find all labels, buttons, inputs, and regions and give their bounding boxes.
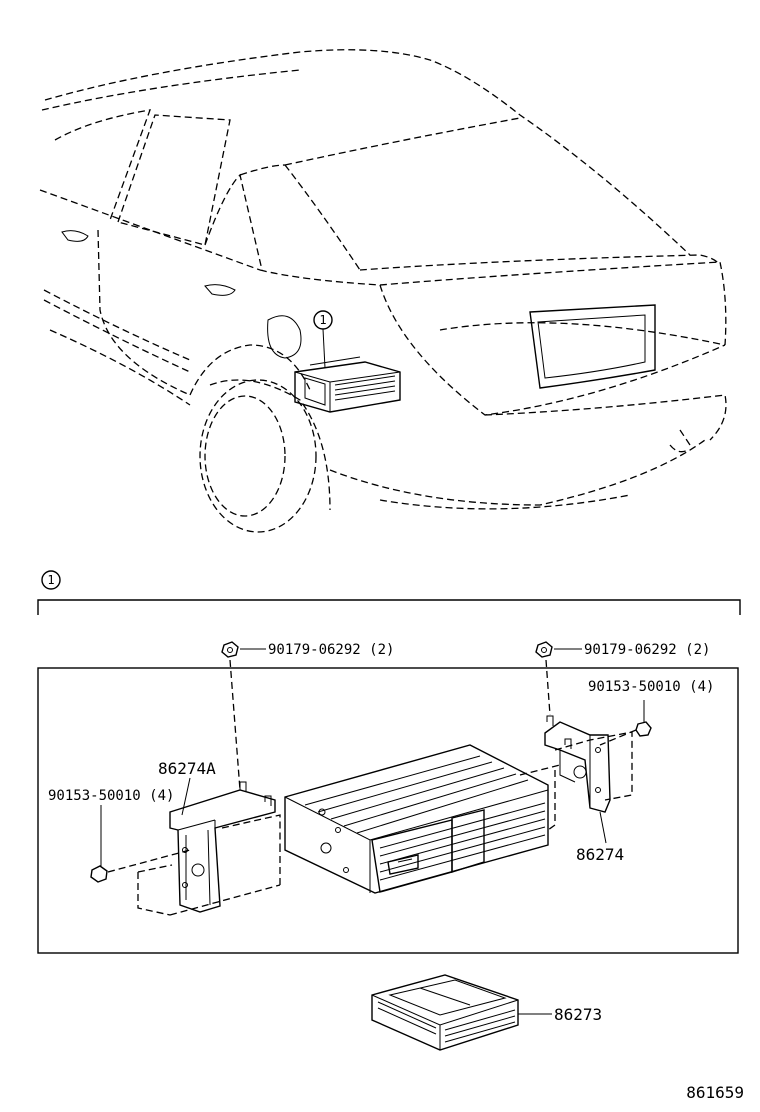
label-magazine: 86273: [554, 1005, 602, 1024]
label-nut-left: 90179-06292 (2): [268, 642, 394, 658]
cd-magazine: [371, 974, 552, 1051]
label-nut-right: 90179-06292 (2): [584, 642, 710, 658]
car-phantom-outline: [39, 49, 727, 533]
section-callout-number: 1: [47, 573, 54, 587]
bolt-left: [90, 805, 191, 883]
section-callout-1: 1: [41, 570, 61, 590]
nut-left: [221, 641, 266, 791]
label-bolt-left: 90153-50010 (4): [48, 788, 174, 804]
section-bracket: [37, 599, 741, 615]
nut-right: [535, 641, 582, 716]
bracket-left: [169, 777, 276, 913]
bracket-right: [544, 715, 611, 844]
callout-1-car: 1: [313, 310, 333, 369]
label-bolt-right: 90153-50010 (4): [588, 679, 714, 695]
label-bracket-right: 86274: [576, 845, 624, 864]
cd-changer-unit: [284, 744, 549, 894]
callout-1-number: 1: [319, 313, 326, 327]
changer-in-car: [294, 356, 401, 413]
mount-guide-left: [137, 850, 281, 916]
detail-frame: [37, 667, 739, 954]
mount-guide-right: [547, 731, 633, 831]
illustration-number: 861659: [686, 1083, 744, 1102]
label-bracket-left: 86274A: [158, 759, 216, 778]
